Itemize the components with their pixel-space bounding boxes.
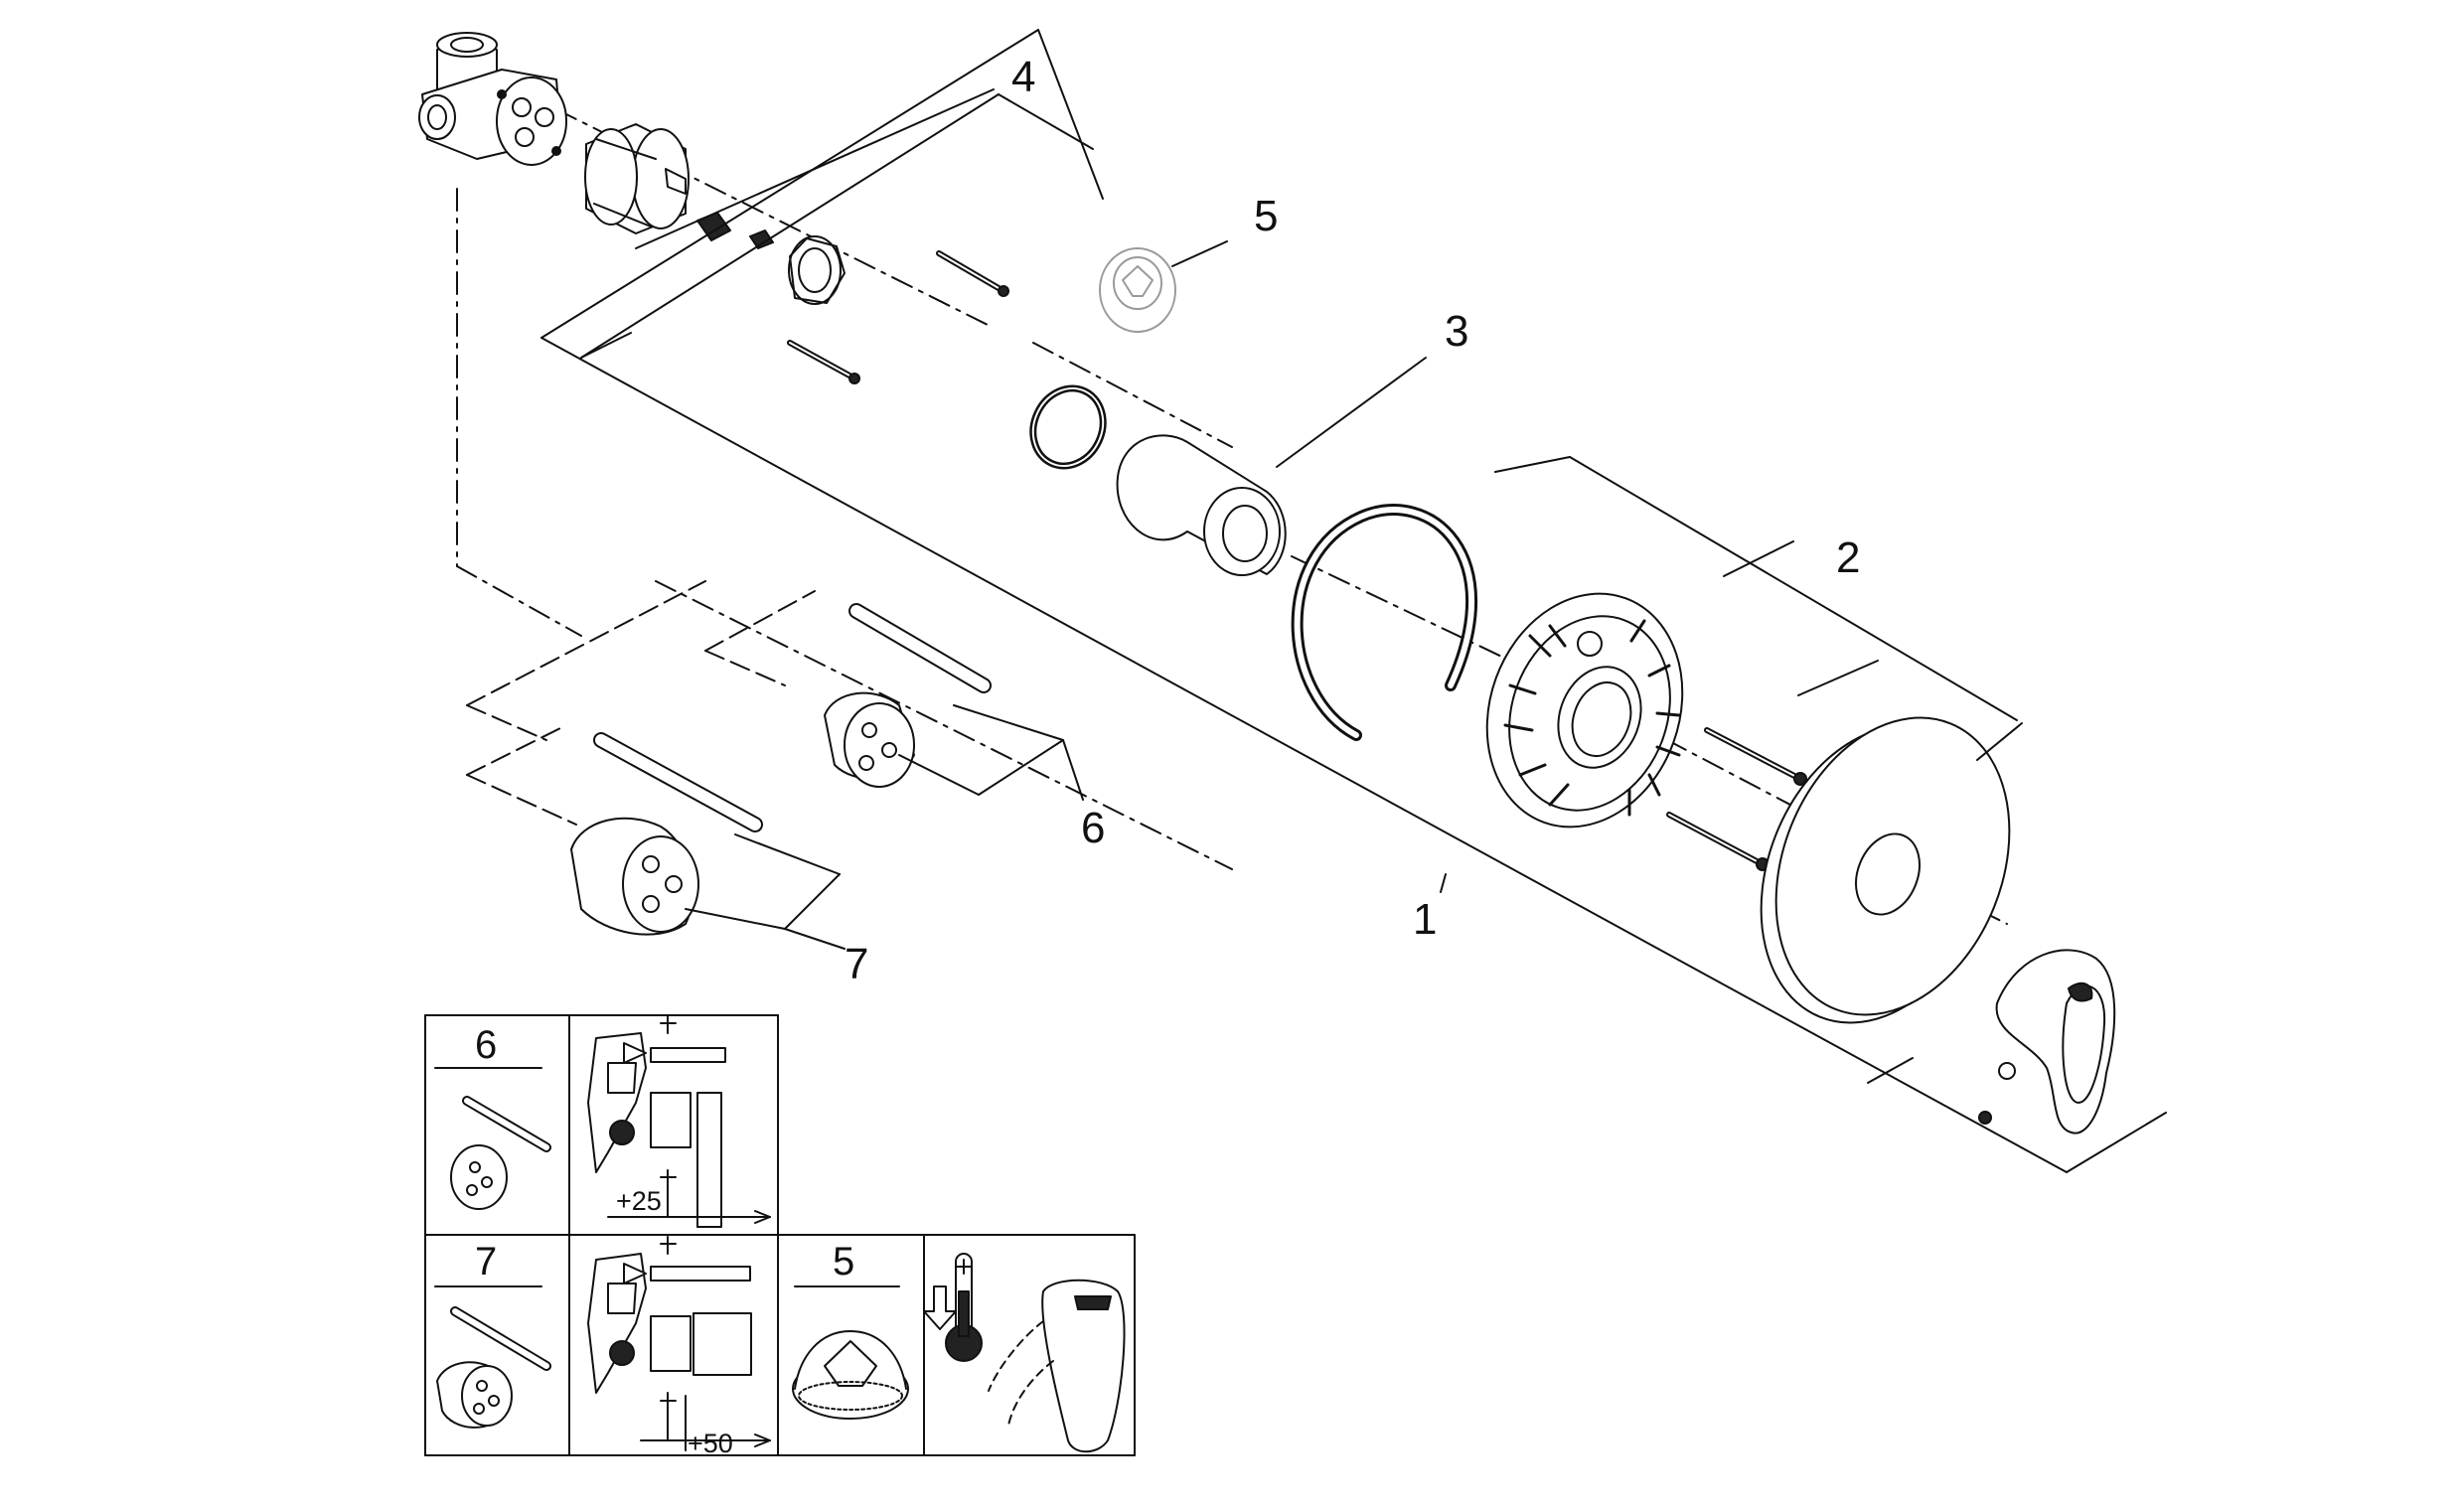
mounting-plate [1485,592,1684,829]
assembly-bracket-1 [540,29,2167,1173]
alt-cartridge-7 [570,817,699,936]
callout-6: 6 [1081,804,1105,852]
bonnet-ring [788,235,846,305]
lever-handle [1995,949,2116,1134]
cell-label-5: 5 [833,1240,854,1284]
alt-bracket-dashed [466,580,816,826]
assembly-bracket-2 [1494,456,2023,1084]
cell-variant-6: 6 [434,1023,551,1210]
retaining-c-ring [1291,504,1478,741]
dim-label-50: +50 [688,1429,733,1458]
alt-extension-rod-6 [848,603,992,693]
adapter-stem [696,212,774,249]
installation-variants-table [424,1014,1136,1456]
alt-cartridge-6 [824,691,915,788]
callout-5: 5 [1254,192,1278,240]
cell-installation-depth-50: +50 [587,1236,771,1458]
cell-variant-7: 7 [434,1240,551,1429]
long-screw-upper [936,250,1009,297]
callout-1: 1 [1413,895,1437,944]
cell-label-6: 6 [475,1023,497,1067]
cell-installation-depth-25: +25 [587,1014,771,1228]
temperature-down-arrow-icon [923,1285,957,1330]
leader-line-5 [1171,240,1228,267]
lever-front-icon [988,1279,1126,1453]
o-ring [1029,384,1107,470]
leader-line-3 [1276,357,1427,468]
dim-label-25: +25 [616,1186,662,1216]
set-screw [1978,1062,2016,1125]
callout-4: 4 [1011,53,1035,101]
callout-7: 7 [845,940,868,988]
cell-temperature-lever [923,1253,1126,1453]
limiter-cap-faded [1099,247,1176,333]
valve-body [418,32,567,166]
cartridge [584,123,690,234]
long-screw-lower [787,340,860,384]
extension-sleeve [1116,434,1287,576]
plate-screw-upper [1704,727,1807,786]
alt-extension-rod-7 [593,732,763,832]
plate-screw-lower [1666,812,1770,871]
callout-2: 2 [1836,533,1860,582]
assembly-bracket-4 [580,88,1094,359]
cell-limiter-cap-5: 5 [792,1240,909,1420]
callout-3: 3 [1445,307,1468,356]
thermometer-icon [945,1253,983,1362]
bracket-6 [898,704,1084,801]
bracket-7 [685,833,846,950]
cell-label-7: 7 [475,1240,497,1284]
escutcheon-plate [1760,716,2011,1024]
